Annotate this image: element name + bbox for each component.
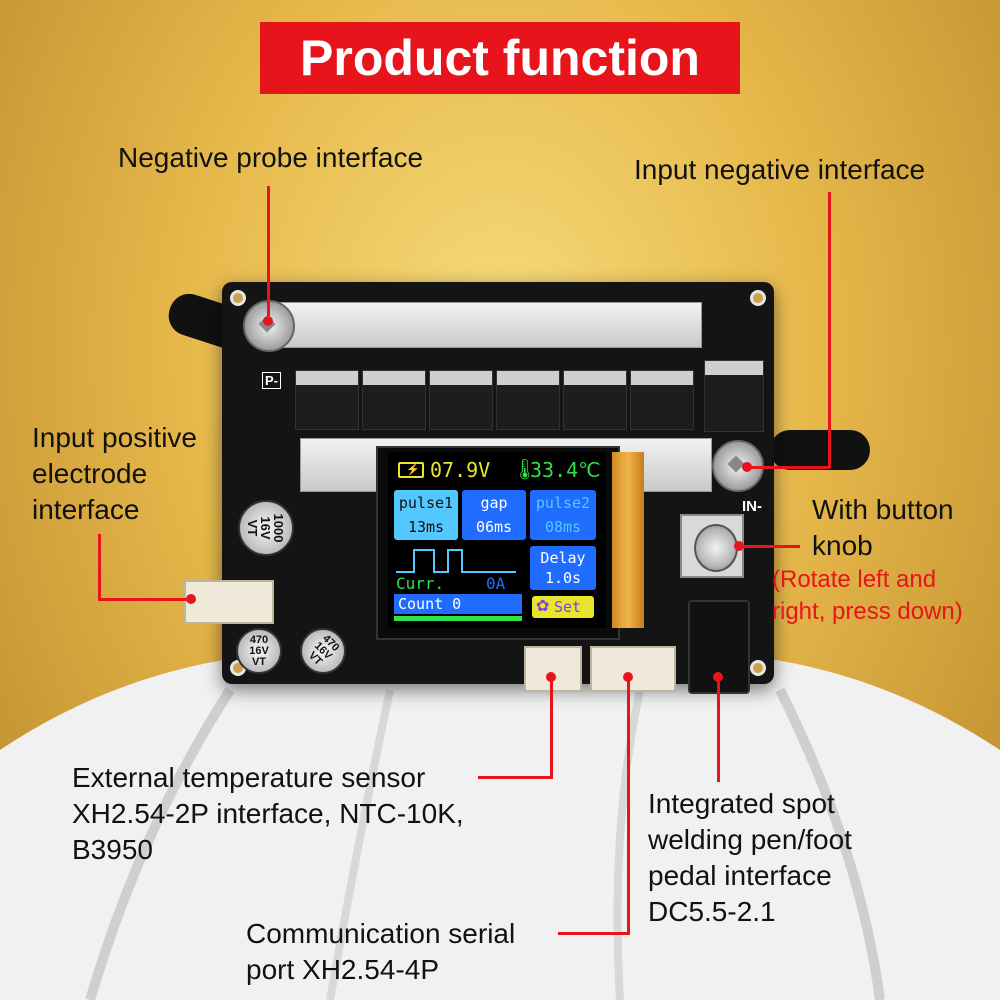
count-label: Count 0 [398, 595, 462, 613]
mounting-hole [750, 660, 766, 676]
serial-port-connector[interactable] [590, 646, 676, 692]
mosfet [496, 370, 560, 430]
delay-value: 1.0s [544, 569, 582, 587]
label-input-negative: Input negative interface [634, 154, 926, 185]
pulse1-value: 13ms [407, 518, 445, 536]
input-negative-cable [770, 430, 870, 470]
mosfet [563, 370, 627, 430]
leader-line [98, 534, 101, 600]
white-tablecloth [0, 655, 1000, 1000]
voltage-readout: 07.9V [430, 458, 491, 482]
leader-line [98, 598, 190, 601]
capacitor-1000uf: 1000 16V VT [238, 500, 294, 556]
page-title: Product function [260, 22, 740, 94]
leader-dot [742, 462, 752, 472]
temperature-readout: 33.4℃ [530, 458, 601, 482]
mosfet [429, 370, 493, 430]
leader-dot [546, 672, 556, 682]
label-negative-probe: Negative probe interface [118, 142, 424, 173]
label-serial-line1: Communication serial [246, 918, 516, 949]
input-positive-connector[interactable] [184, 580, 274, 624]
lcd-screen: ⚡ 07.9V 🌡 33.4℃ pulse1 13ms gap 06ms pul… [388, 452, 606, 628]
current-label: Curr. [396, 574, 445, 593]
leader-line [748, 466, 830, 469]
label-input-positive-line1: Input positive [32, 422, 197, 453]
lcd-ribbon-cable [612, 452, 644, 628]
battery-icon: ⚡ [398, 462, 424, 478]
leader-line [267, 186, 270, 316]
set-label: Set [554, 598, 582, 616]
leader-dot [713, 672, 723, 682]
label-pedal-line1: Integrated spot [648, 788, 835, 819]
leader-dot [186, 594, 196, 604]
delay-cell[interactable]: Delay 1.0s [530, 546, 596, 590]
pulse-waveform-icon [396, 549, 516, 573]
label-pedal-line3: pedal interface [648, 860, 832, 891]
mosfet [362, 370, 426, 430]
pulse1-cell[interactable]: pulse1 13ms [394, 490, 458, 540]
leader-line [738, 545, 800, 548]
leader-line [478, 776, 553, 779]
mounting-hole [750, 290, 766, 306]
pulse1-label: pulse1 [398, 494, 454, 512]
temperature-sensor-connector[interactable] [524, 646, 582, 692]
capacitor-470uf: 470 16V VT [236, 628, 282, 674]
label-serial-line2: port XH2.54-4P [246, 954, 439, 985]
leader-line [558, 932, 630, 935]
mosfet [295, 370, 359, 430]
label-knob-note-line2: right, press down) [772, 598, 963, 625]
gear-icon: ✿ [536, 598, 550, 615]
set-button[interactable] [532, 596, 594, 618]
leader-line [627, 676, 630, 934]
mosfet [630, 370, 694, 430]
label-knob-note-line1: (Rotate left and [772, 566, 937, 593]
pulse2-value: 08ms [544, 518, 582, 536]
leader-dot [734, 541, 744, 551]
label-pedal-line2: welding pen/foot [648, 824, 852, 855]
label-temp-line2: XH2.54-2P interface, NTC-10K, [72, 798, 464, 829]
current-value: 0A [486, 574, 506, 593]
delay-label: Delay [540, 549, 586, 567]
diode [704, 360, 764, 432]
gap-value: 06ms [475, 518, 513, 536]
leader-line [717, 676, 720, 782]
label-temp-line3: B3950 [72, 834, 153, 865]
thermometer-icon: 🌡 [512, 459, 538, 481]
leader-dot [623, 672, 633, 682]
rotary-knob[interactable] [694, 524, 738, 572]
mounting-hole [230, 290, 246, 306]
label-knob-line2: knob [812, 530, 873, 561]
pulse2-cell[interactable]: pulse2 08ms [530, 490, 596, 540]
label-temp-line1: External temperature sensor [72, 762, 426, 793]
label-input-positive-line3: interface [32, 494, 140, 525]
label-knob-line1: With button [812, 494, 954, 525]
silkscreen-p-minus: P- [262, 372, 281, 389]
leader-dot [263, 316, 273, 326]
gap-label: gap [480, 494, 508, 512]
count-bar [394, 594, 522, 614]
leader-line [550, 676, 553, 778]
negative-busbar [270, 302, 702, 348]
label-pedal-line4: DC5.5-2.1 [648, 896, 776, 927]
count-underline [394, 616, 522, 621]
gap-cell[interactable]: gap 06ms [462, 490, 526, 540]
leader-line [828, 192, 831, 468]
label-input-positive-line2: electrode [32, 458, 148, 489]
silkscreen-in-minus: IN- [742, 498, 762, 515]
pulse2-label: pulse2 [535, 494, 591, 512]
